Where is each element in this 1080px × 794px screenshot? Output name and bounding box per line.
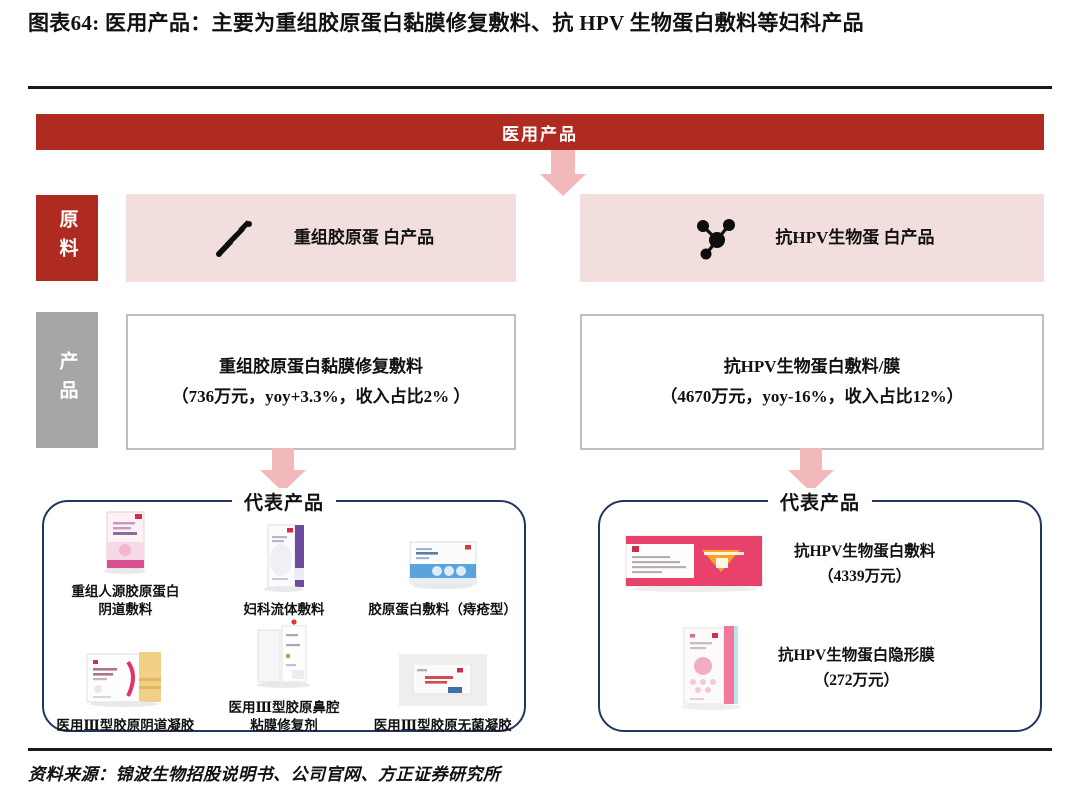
- raw-material-box-hpv: 抗HPV生物蛋 白产品: [580, 194, 1044, 282]
- product-thumb-gyn-fluid-dressing: [254, 522, 314, 599]
- product-thumb-hemorrhoid-dressing: [402, 534, 484, 599]
- product-box-collagen-dressing: 重组胶原蛋白黏膜修复敷料 （736万元，yoy+3.3%，收入占比2% ）: [126, 314, 516, 450]
- representative-heading-right: 代表产品: [767, 487, 873, 515]
- raw-material-label-hpv: 抗HPV生物蛋 白产品: [775, 227, 935, 247]
- product-item: 抗HPV生物蛋白敷料 （4339万元）: [622, 530, 935, 599]
- product-thumb-hpv-film: [670, 620, 752, 717]
- arrow-product-to-rep-right: [788, 448, 834, 494]
- row-label-raw-material: 原料: [36, 195, 98, 281]
- arrow-banner-to-raw: [540, 150, 586, 196]
- product-name-hpv: 抗HPV生物蛋白敷料/膜: [723, 357, 901, 377]
- representative-grid-left: 重组人源胶原蛋白 阴道敷料 妇科流体敷料: [44, 502, 524, 733]
- product-thumb-vaginal-dressing: [94, 508, 156, 581]
- representative-heading-left: 代表产品: [231, 487, 337, 515]
- source-note: 资料来源：锦波生物招股说明书、公司官网、方正证券研究所: [28, 765, 501, 784]
- product-metrics-collagen: （736万元，yoy+3.3%，收入占比2% ）: [171, 387, 471, 406]
- product-thumb-sterile-gel: [395, 652, 491, 715]
- raw-material-box-collagen: 重组胶原蛋 白产品: [126, 194, 516, 282]
- molecule-icon: [689, 210, 745, 266]
- arrow-product-to-rep-left: [260, 448, 306, 494]
- product-caption: 抗HPV生物蛋白隐形膜 （272万元）: [778, 646, 935, 689]
- product-caption: 医用Ⅲ型胶原鼻腔 粘膜修复剂: [228, 700, 340, 733]
- row-label-product-text: 产品: [56, 351, 78, 409]
- product-thumb-vaginal-gel: [79, 648, 171, 715]
- product-caption: 医用Ⅲ型胶原无菌凝胶: [373, 717, 512, 733]
- row-label-raw-text: 原料: [56, 209, 78, 267]
- product-item: 医用Ⅲ型胶原无菌凝胶: [363, 618, 522, 734]
- raw-material-label-collagen: 重组胶原蛋 白产品: [293, 227, 435, 247]
- product-metrics-hpv: （4670万元，yoy-16%，收入占比12%）: [660, 387, 964, 406]
- product-item: 医用Ⅲ型胶原阴道凝胶: [46, 618, 205, 734]
- title-divider: [28, 86, 1052, 89]
- product-box-hpv-dressing: 抗HPV生物蛋白敷料/膜 （4670万元，yoy-16%，收入占比12%）: [580, 314, 1044, 450]
- product-thumb-hpv-dressing: [622, 530, 768, 599]
- product-name-collagen: 重组胶原蛋白黏膜修复敷料: [219, 357, 423, 377]
- product-item: 抗HPV生物蛋白隐形膜 （272万元）: [622, 620, 935, 717]
- row-label-product: 产品: [36, 312, 98, 448]
- product-caption: 抗HPV生物蛋白敷料 （4339万元）: [794, 542, 936, 585]
- product-caption: 妇科流体敷料: [243, 601, 325, 617]
- dna-helix-icon: [208, 210, 264, 266]
- product-item: 胶原蛋白敷料（痔疮型）: [363, 508, 522, 618]
- footer-divider: [28, 748, 1052, 751]
- product-caption: 重组人源胶原蛋白 阴道敷料: [71, 584, 180, 617]
- product-item: 妇科流体敷料: [205, 508, 364, 618]
- product-item: 重组人源胶原蛋白 阴道敷料: [46, 508, 205, 618]
- banner-label: 医用产品: [502, 124, 578, 144]
- product-caption: 胶原蛋白敷料（痔疮型）: [368, 601, 517, 617]
- page-title: 图表64: 医用产品：主要为重组胶原蛋白黏膜修复敷料、抗 HPV 生物蛋白敷料等…: [28, 11, 864, 35]
- representative-panel-left: 代表产品 重组人源胶原蛋白 阴道敷料: [42, 487, 526, 733]
- representative-panel-right: 代表产品 抗HPV生物蛋白: [598, 487, 1042, 732]
- banner-medical-products: 医用产品: [36, 114, 1044, 150]
- product-caption: 医用Ⅲ型胶原阴道凝胶: [56, 717, 195, 733]
- product-item: 医用Ⅲ型胶原鼻腔 粘膜修复剂: [205, 618, 364, 734]
- product-thumb-nasal-repair: [248, 618, 320, 697]
